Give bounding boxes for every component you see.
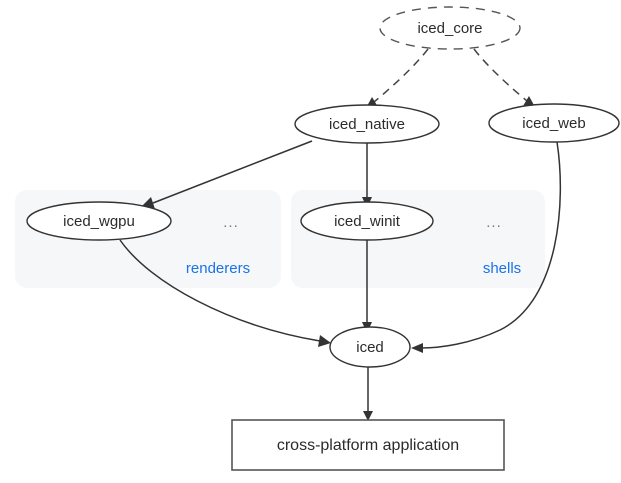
node-iced_wgpu-label: iced_wgpu [63,213,135,230]
node-iced_wgpu[interactable]: iced_wgpu [26,201,172,241]
cluster-renderers-ellipsis: ... [223,214,239,231]
node-iced_core-label: iced_core [417,20,482,37]
node-iced_native-label: iced_native [329,116,405,133]
node-iced_winit[interactable]: iced_winit [300,201,434,241]
node-iced_core[interactable]: iced_core [379,6,521,50]
edge-iced_core-to-iced_web [473,48,535,107]
node-iced_winit-label: iced_winit [334,213,401,230]
cluster-shells-label: shells [483,260,521,277]
node-iced-label: iced [356,339,384,356]
node-iced_web-label: iced_web [522,115,585,132]
node-application-label: cross-platform application [277,437,459,454]
edge-iced_web-to-iced [411,141,562,353]
cluster-shells-ellipsis: ... [486,214,502,231]
cluster-renderers-label: renderers [186,260,250,277]
node-iced_web[interactable]: iced_web [488,103,620,143]
node-iced[interactable]: iced [329,326,411,368]
edge-iced-to-application [363,367,373,421]
node-iced_native[interactable]: iced_native [294,104,440,144]
edge-iced_native-to-iced_winit [362,143,372,208]
edge-iced_core-to-iced_native [366,48,429,108]
edge-iced_wgpu-to-iced [119,239,331,347]
node-application[interactable]: cross-platform application [231,419,505,471]
